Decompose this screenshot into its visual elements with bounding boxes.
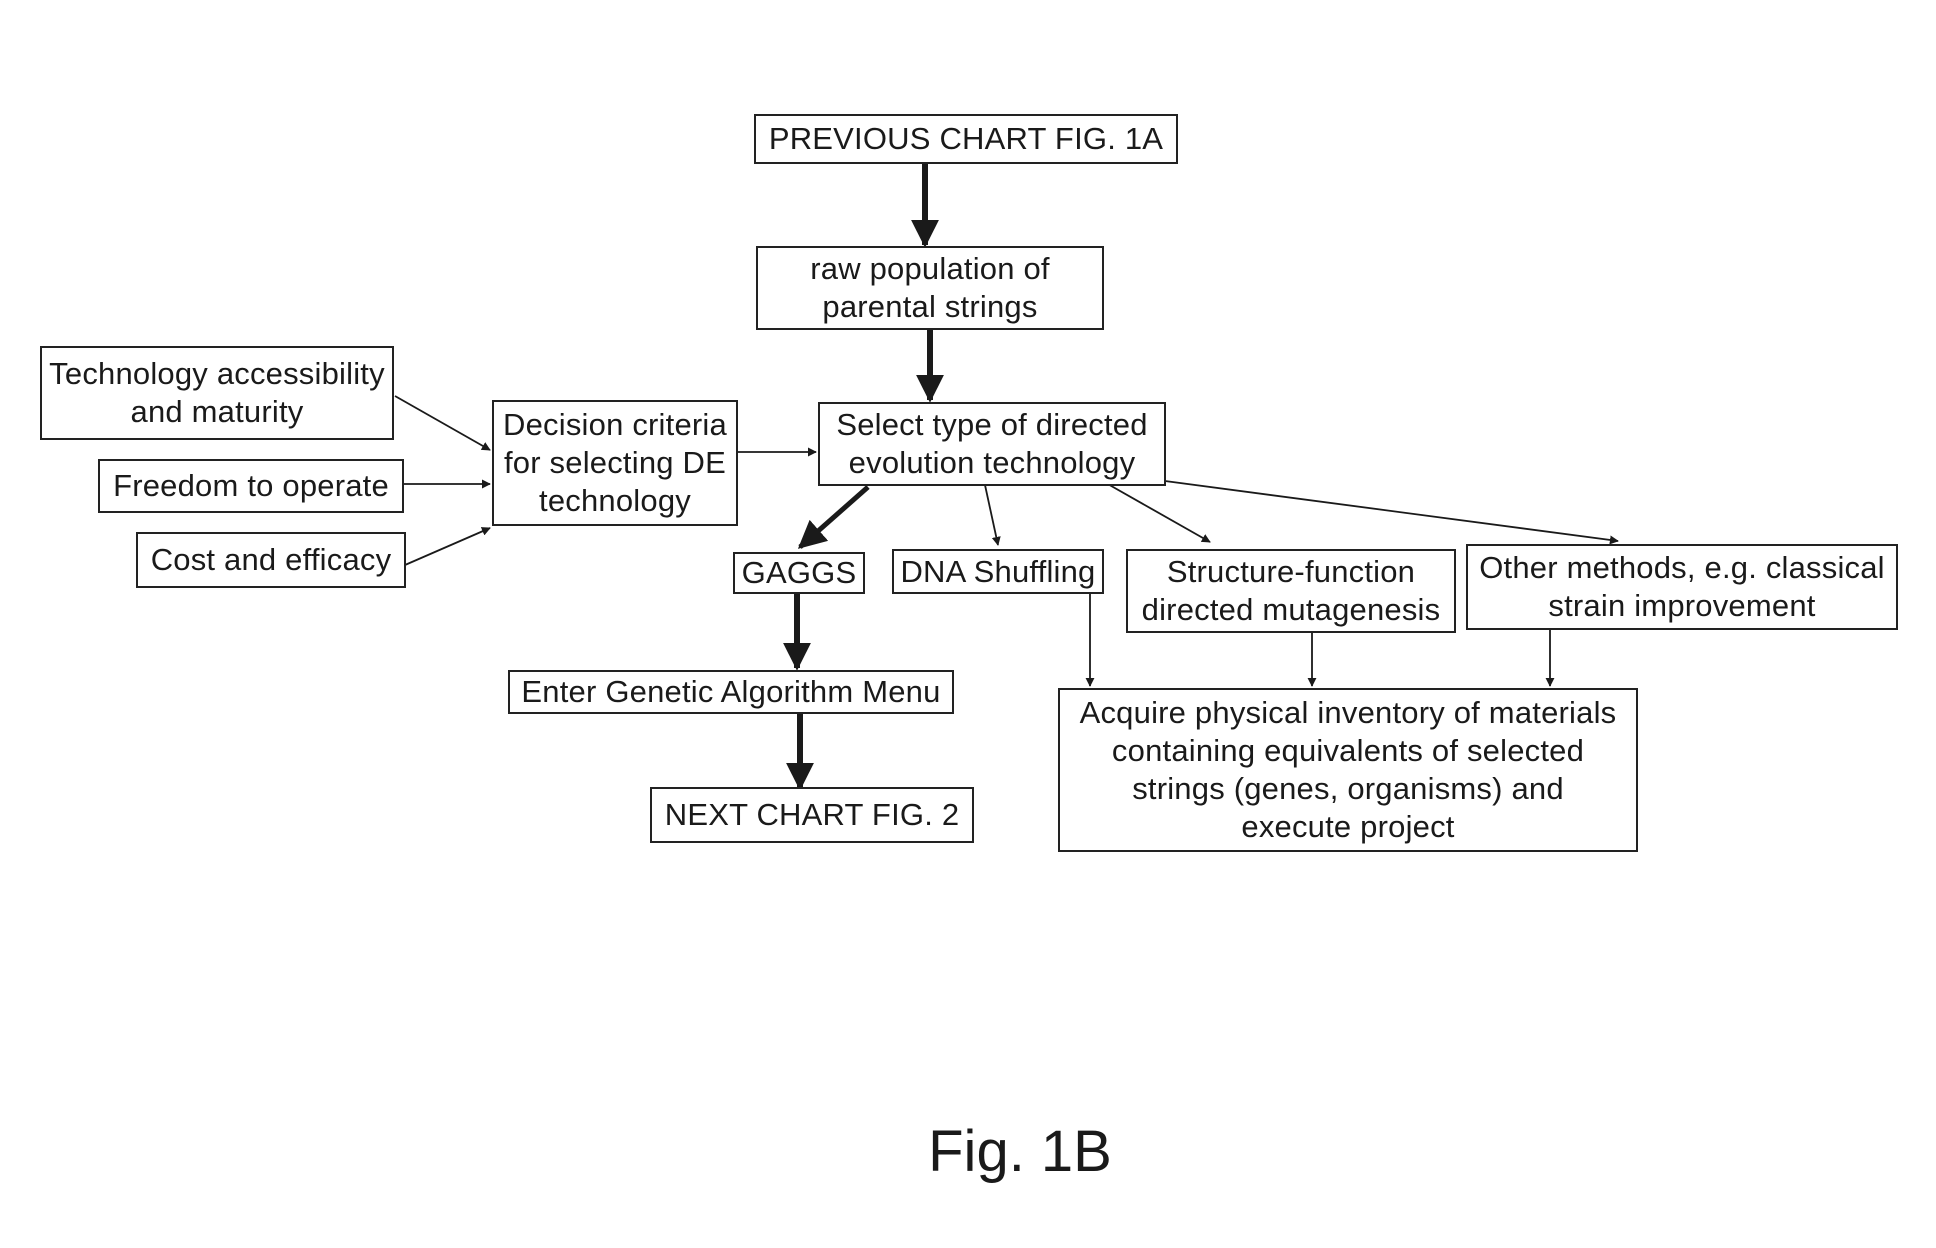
next-chart-label: NEXT CHART FIG. 2 xyxy=(665,796,960,834)
arrow-tech-to-decision xyxy=(395,396,490,450)
structure-function-box: Structure-function directed mutagenesis xyxy=(1126,549,1456,633)
acquire-inventory-label: Acquire physical inventory of materials … xyxy=(1080,694,1617,845)
other-methods-box: Other methods, e.g. classical strain imp… xyxy=(1466,544,1898,630)
dna-shuffling-label: DNA Shuffling xyxy=(900,553,1095,591)
arrow-select-to-other-methods xyxy=(1165,481,1618,541)
decision-criteria-label: Decision criteria for selecting DE techn… xyxy=(503,406,727,519)
previous-chart-box: PREVIOUS CHART FIG. 1A xyxy=(754,114,1178,164)
arrow-select-to-dna-shuffling xyxy=(985,485,998,545)
cost-and-efficacy-label: Cost and efficacy xyxy=(151,541,392,579)
gaggs-box: GAGGS xyxy=(733,552,865,594)
technology-accessibility-label: Technology accessibility and maturity xyxy=(49,355,385,431)
genetic-algorithm-menu-box: Enter Genetic Algorithm Menu xyxy=(508,670,954,714)
structure-function-label: Structure-function directed mutagenesis xyxy=(1142,553,1441,629)
gaggs-label: GAGGS xyxy=(742,554,857,592)
select-type-label: Select type of directed evolution techno… xyxy=(836,406,1147,482)
figure-caption: Fig. 1B xyxy=(820,1118,1220,1185)
freedom-to-operate-box: Freedom to operate xyxy=(98,459,404,513)
raw-population-label: raw population of parental strings xyxy=(810,250,1050,326)
next-chart-box: NEXT CHART FIG. 2 xyxy=(650,787,974,843)
dna-shuffling-box: DNA Shuffling xyxy=(892,549,1104,594)
arrow-select-to-structure-function xyxy=(1106,483,1210,542)
arrow-select-to-gaggs xyxy=(800,487,868,547)
freedom-to-operate-label: Freedom to operate xyxy=(113,467,389,505)
select-type-box: Select type of directed evolution techno… xyxy=(818,402,1166,486)
raw-population-box: raw population of parental strings xyxy=(756,246,1104,330)
technology-accessibility-box: Technology accessibility and maturity xyxy=(40,346,394,440)
previous-chart-label: PREVIOUS CHART FIG. 1A xyxy=(769,120,1163,158)
decision-criteria-box: Decision criteria for selecting DE techn… xyxy=(492,400,738,526)
cost-and-efficacy-box: Cost and efficacy xyxy=(136,532,406,588)
acquire-inventory-box: Acquire physical inventory of materials … xyxy=(1058,688,1638,852)
genetic-algorithm-menu-label: Enter Genetic Algorithm Menu xyxy=(521,673,940,711)
arrow-cost-to-decision xyxy=(405,528,490,565)
other-methods-label: Other methods, e.g. classical strain imp… xyxy=(1479,549,1885,625)
